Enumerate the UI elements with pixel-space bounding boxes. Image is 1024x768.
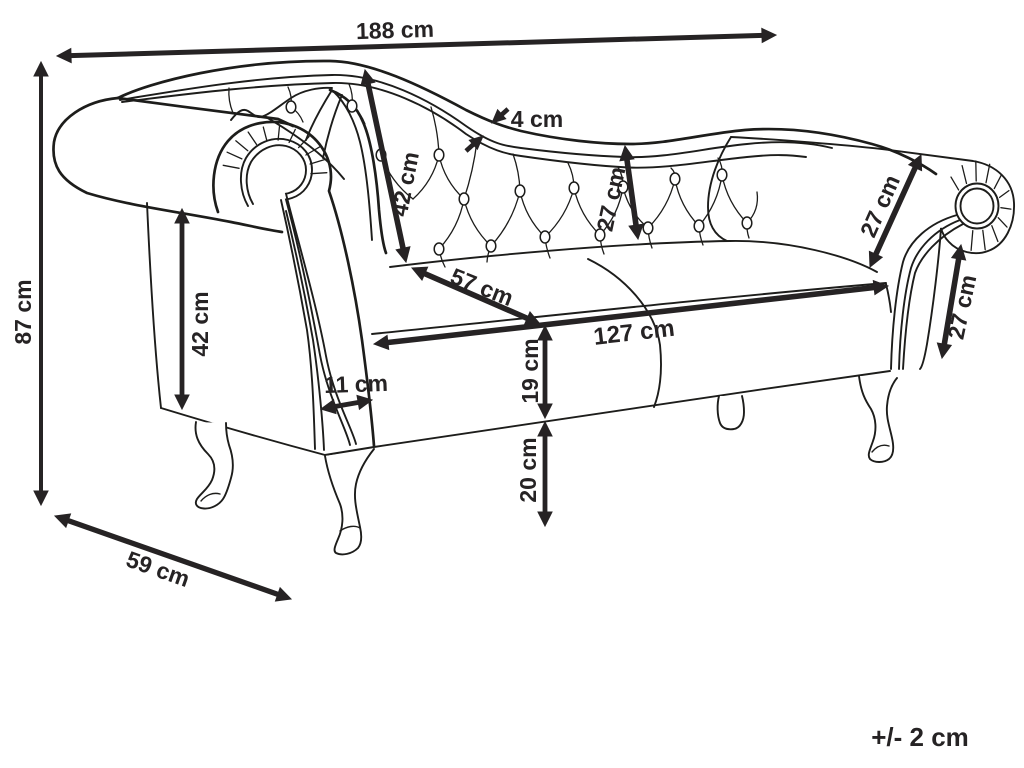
svg-text:188 cm: 188 cm [356,16,435,44]
svg-text:87 cm: 87 cm [10,279,36,344]
svg-text:19 cm: 19 cm [517,338,543,403]
svg-text:42 cm: 42 cm [187,291,213,356]
svg-text:+/- 2 cm: +/- 2 cm [871,722,969,752]
svg-text:4 cm: 4 cm [511,106,563,132]
svg-text:20 cm: 20 cm [515,437,541,502]
svg-text:11 cm: 11 cm [324,370,389,398]
